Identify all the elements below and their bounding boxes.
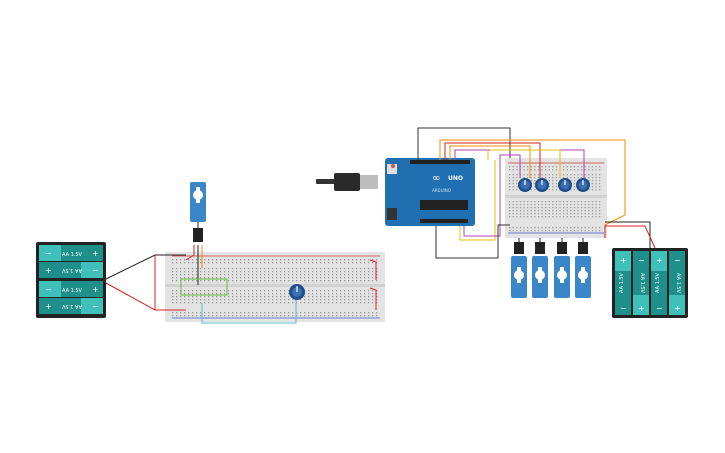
battery-cell-r4: AA 1.5V − +: [669, 251, 685, 315]
svg-text:−: −: [45, 285, 52, 294]
svg-text:AA 1.5V: AA 1.5V: [61, 303, 82, 309]
battery-cell-r2: AA 1.5V − +: [633, 251, 649, 315]
battery-cell-1: AA 1.5V − +: [39, 245, 103, 261]
servo-2[interactable]: [532, 242, 548, 298]
svg-text:UNO: UNO: [448, 175, 463, 182]
svg-text:AA 1.5V: AA 1.5V: [639, 273, 645, 294]
potentiometer-icon[interactable]: [289, 284, 305, 300]
svg-text:−: −: [620, 304, 627, 313]
servo-1[interactable]: [511, 242, 527, 298]
svg-text:+: +: [638, 304, 645, 313]
battery-cell-r1: AA 1.5V + −: [615, 251, 631, 315]
svg-text:AA 1.5V: AA 1.5V: [61, 267, 82, 273]
potentiometer-2[interactable]: [535, 178, 549, 192]
svg-text:−: −: [638, 256, 645, 265]
usb-cable-icon: [316, 173, 378, 191]
wires-right: [417, 127, 656, 259]
svg-text:+: +: [620, 256, 627, 265]
svg-text:AA 1.5V: AA 1.5V: [655, 272, 661, 293]
svg-text:+: +: [674, 304, 681, 313]
battery-cell-r3: AA 1.5V + −: [651, 251, 667, 315]
servo-left[interactable]: [190, 182, 206, 242]
arduino-board-icon[interactable]: ∞ UNO ARDUINO: [385, 158, 475, 226]
battery-cell-3: AA 1.5V − +: [39, 281, 103, 297]
potentiometer-4[interactable]: [576, 178, 590, 192]
battery-cell-2: AA 1.5V + −: [39, 262, 103, 278]
svg-text:+: +: [45, 266, 52, 275]
svg-text:AA 1.5V: AA 1.5V: [619, 272, 625, 293]
svg-text:−: −: [45, 249, 52, 258]
battery-cell-label: AA 1.5V: [62, 252, 83, 258]
svg-text:∞: ∞: [432, 173, 440, 184]
svg-text:−: −: [656, 304, 663, 313]
battery-cell-4: AA 1.5V + −: [39, 298, 103, 314]
svg-text:AA 1.5V: AA 1.5V: [675, 273, 681, 294]
svg-text:ARDUINO: ARDUINO: [432, 188, 451, 193]
wires-left: [105, 245, 377, 324]
svg-text:+: +: [656, 256, 663, 265]
svg-text:+: +: [45, 302, 52, 311]
svg-text:+: +: [92, 249, 99, 258]
svg-text:−: −: [92, 302, 99, 311]
servo-4[interactable]: [575, 242, 591, 298]
battery-pack-left[interactable]: AA 1.5V − + AA 1.5V + − AA 1.5V − + AA 1…: [36, 242, 106, 318]
breadboard-left[interactable]: [165, 252, 385, 322]
servo-3[interactable]: [554, 242, 570, 298]
potentiometer-1[interactable]: [518, 178, 532, 192]
svg-text:AA 1.5V: AA 1.5V: [62, 288, 83, 294]
battery-pack-right[interactable]: AA 1.5V + − AA 1.5V − + AA 1.5V + − AA 1…: [612, 248, 688, 318]
svg-text:−: −: [92, 266, 99, 275]
potentiometer-3[interactable]: [558, 178, 572, 192]
svg-text:+: +: [92, 285, 99, 294]
svg-text:−: −: [674, 256, 681, 265]
